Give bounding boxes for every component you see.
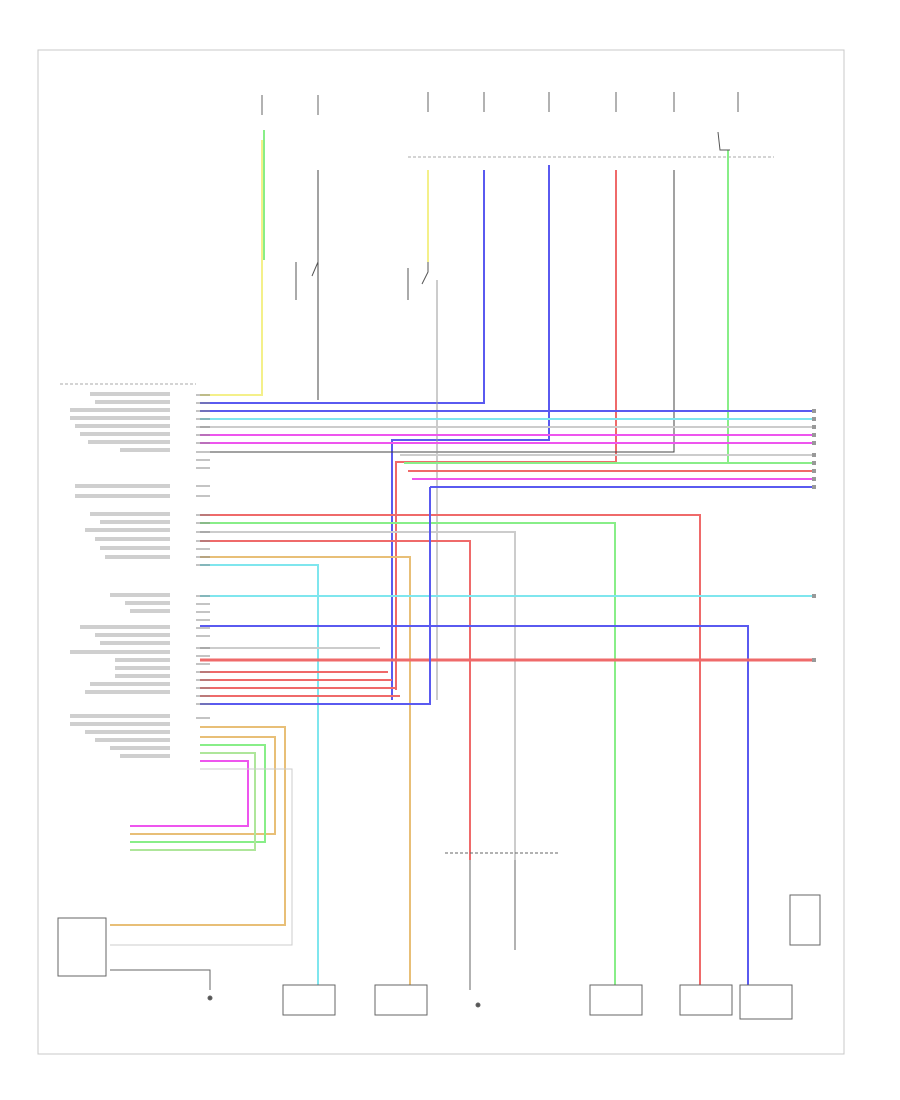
lower-left-wires [110, 726, 293, 946]
diagram-frame [37, 49, 845, 1055]
wire-blue-1 [200, 170, 485, 404]
wire-yellow-1 [200, 140, 263, 396]
wire-blue-2 [391, 165, 550, 700]
bottom-components [57, 852, 821, 1020]
right-connector [812, 409, 816, 662]
bcm-pin-labels [70, 392, 170, 758]
top-fuses [261, 92, 739, 115]
right-harness [200, 410, 812, 488]
wire-black-2 [200, 170, 675, 453]
top-switches [295, 131, 730, 300]
vertical-wires [200, 130, 729, 700]
bcm-pins [196, 394, 210, 719]
middle-wires [200, 487, 812, 985]
